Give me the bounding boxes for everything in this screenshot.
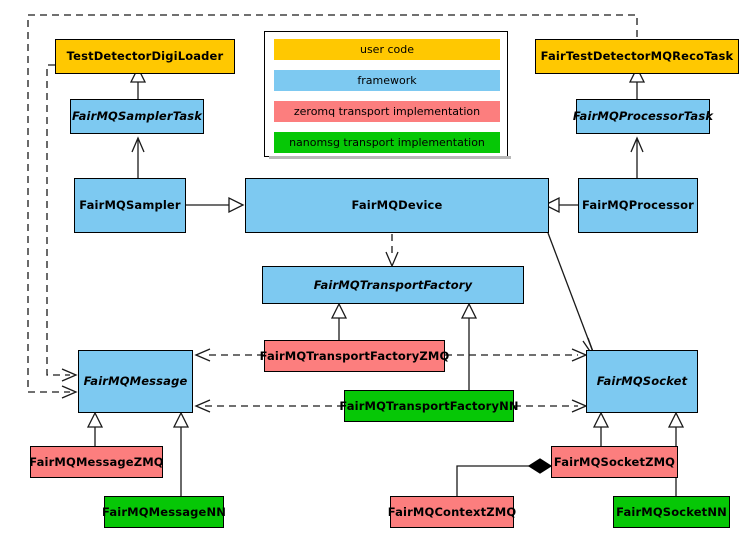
class-box-fairmqmessage[interactable]: FairMQMessage [78,350,193,413]
legend-label-nanomsg: nanomsg transport implementation [289,136,485,149]
legend-item-user-code: user code [274,39,500,60]
class-box-fairmqprocessortask[interactable]: FairMQProcessorTask [572,99,714,134]
class-box-fairmqsamplertask[interactable]: FairMQSamplerTask [70,99,204,134]
class-box-fairmqmessagezmq[interactable]: FairMQMessageZMQ [29,446,164,478]
class-box-fairmqprocessor[interactable]: FairMQProcessor [578,178,698,233]
class-label-fairmqdevice: FairMQDevice [351,198,443,213]
class-label-fairmqtransportfactory: FairMQTransportFactory [313,277,473,292]
class-label-fairmqprocessortask: FairMQProcessorTask [572,109,714,124]
class-box-testdetectordigiloader[interactable]: TestDetectorDigiLoader [55,39,235,74]
legend-item-framework: framework [274,70,500,91]
class-box-fairmqcontextzmq[interactable]: FairMQContextZMQ [387,496,517,528]
class-label-fairmqtransportfactoryzmq: FairMQTransportFactoryZMQ [259,348,450,363]
class-label-fairmqcontextzmq: FairMQContextZMQ [387,504,517,519]
class-box-fairtestdetectormqrecotask[interactable]: FairTestDetectorMQRecoTask [535,39,739,74]
class-label-fairmqmessage: FairMQMessage [83,374,188,389]
legend-label-user-code: user code [359,43,415,56]
class-label-fairmqmessagezmq: FairMQMessageZMQ [29,454,164,469]
class-label-fairmqsocket: FairMQSocket [596,374,688,389]
legend-label-zeromq: zeromq transport implementation [293,105,481,118]
class-box-fairmqsocketnn[interactable]: FairMQSocketNN [613,496,730,528]
class-box-fairmqtransportfactoryzmq[interactable]: FairMQTransportFactoryZMQ [260,340,449,372]
class-box-fairmqsampler[interactable]: FairMQSampler [74,178,186,233]
class-label-testdetectordigiloader: TestDetectorDigiLoader [66,49,224,64]
legend-shadow [269,156,511,159]
class-box-fairmqdevice[interactable]: FairMQDevice [245,178,549,233]
class-label-fairmqsocketzmq: FairMQSocketZMQ [553,454,676,469]
class-label-fairmqmessagenn: FairMQMessageNN [102,504,226,519]
legend-label-framework: framework [357,74,417,87]
legend-item-zeromq: zeromq transport implementation [274,101,500,122]
legend-item-nanomsg: nanomsg transport implementation [274,132,500,153]
class-label-fairtestdetectormqrecotask: FairTestDetectorMQRecoTask [540,49,734,64]
class-label-fairmqsamplertask: FairMQSamplerTask [71,109,203,124]
class-box-fairmqsocket[interactable]: FairMQSocket [586,350,698,413]
class-label-fairmqsocketnn: FairMQSocketNN [616,504,727,519]
assoc-device-to-socket [547,232,594,353]
dependency-digiloader-to-message [46,64,70,376]
class-label-fairmqtransportfactorynn: FairMQTransportFactoryNN [339,398,519,413]
class-box-fairmqmessagenn[interactable]: FairMQMessageNN [102,496,226,528]
class-label-fairmqprocessor: FairMQProcessor [582,198,694,213]
class-label-fairmqsampler: FairMQSampler [79,198,181,213]
class-box-fairmqtransportfactorynn[interactable]: FairMQTransportFactoryNN [339,390,519,422]
legend-panel: user code framework zeromq transport imp… [264,31,511,159]
composition-socketzmq-contextzmq [456,465,529,496]
class-box-fairmqsocketzmq[interactable]: FairMQSocketZMQ [551,446,678,478]
class-box-fairmqtransportfactory[interactable]: FairMQTransportFactory [262,266,524,304]
